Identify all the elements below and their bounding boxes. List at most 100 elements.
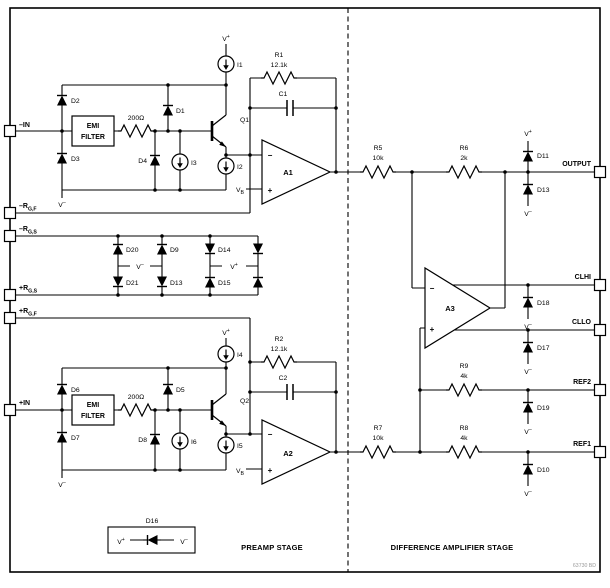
label-r5-name: R5 [374,145,383,152]
label-d17: D17 [537,345,550,352]
pin-rgs-neg [3,229,17,243]
label-d20: D20 [126,247,139,254]
vminus-label: V– [524,489,532,498]
label-r6-name: R6 [460,145,469,152]
diode-pair4-bottom [252,272,264,292]
vplus-label: V+ [222,328,230,337]
label-d2: D2 [71,98,80,105]
emi-filter-bottom-line1: EMI [87,402,100,409]
label-d21: D21 [126,280,139,287]
vminus-label: V– [524,209,532,218]
diode-d13-output [522,179,534,199]
label-r2-value: 12.1k [271,346,288,353]
diode-d5 [162,379,174,399]
current-source-i3 [171,153,189,171]
label-i1: I1 [237,62,243,69]
opamp-a1 [261,139,332,205]
opamp-a2 [261,419,332,485]
label-q1: Q1 [240,117,249,124]
wires-top-preamp [15,44,337,214]
diode-d15 [204,272,216,292]
resistor-r1 [260,71,298,85]
diode-d9 [156,239,168,259]
pin-in-neg [3,124,17,138]
diode-pair4-top [252,239,264,259]
diode-d18 [522,292,534,312]
label-r8-value: 4k [460,435,468,442]
label-r1-value: 12.1k [271,62,288,69]
label-c1: C1 [279,91,288,98]
pin-label-ref1: REF1 [573,441,591,448]
resistor-200-bottom [117,403,155,417]
pin-clhi [593,278,607,292]
pin-label-output: OUTPUT [562,161,592,168]
capacitor-c1 [286,100,294,116]
label-d6: D6 [71,387,80,394]
label-d15: D15 [218,280,231,287]
diode-d3 [56,148,68,168]
pin-label-ref2: REF2 [573,379,591,386]
resistor-r5 [359,165,397,179]
diode-d4 [149,150,161,170]
label-200ohm-top: 200Ω [128,115,144,122]
pin-ref1 [593,445,607,459]
vplus-label: V+ [524,129,532,138]
diode-d19 [522,397,534,417]
current-source-i2 [217,157,235,175]
resistor-r2 [260,355,298,369]
label-r2-name: R2 [275,336,284,343]
label-d19: D19 [537,405,550,412]
opamp-a3-plus: + [430,325,435,334]
label-d3: D3 [71,156,80,163]
label-i3: I3 [191,160,197,167]
diode-d11 [522,146,534,166]
current-source-i4 [217,345,235,363]
transistor-q2 [210,393,227,427]
current-source-i6 [171,432,189,450]
opamp-a1-plus: + [268,186,273,195]
label-i2: I2 [237,164,243,171]
label-r7-name: R7 [374,425,383,432]
diode-d21 [112,272,124,292]
opamp-a2-label: A2 [283,449,293,458]
label-r6-value: 2k [460,155,468,162]
emi-filter-top [71,115,115,147]
label-c2: C2 [279,375,288,382]
diode-d7 [56,427,68,447]
label-r9-name: R9 [460,363,469,370]
label-r8-name: R8 [460,425,469,432]
current-source-i1 [217,55,235,73]
label-200ohm-bottom: 200Ω [128,394,144,401]
pin-label-cllo: CLLO [572,319,592,326]
pin-label-clhi: CLHI [575,274,591,281]
resistor-r8 [445,445,483,459]
pin-label-rgs-pos: +RG,S [19,285,38,295]
wires-mid-network [15,235,259,296]
pin-in-pos [3,403,17,417]
vplus-label: V+ [117,537,125,546]
pin-label-rgf-neg: –RG,F [19,203,37,213]
fig-code: 63730 BD [573,563,596,569]
opamp-a3-label: A3 [445,304,455,313]
label-i4: I4 [237,352,243,359]
label-r7-value: 10k [373,435,385,442]
pin-rgf-pos [3,311,17,325]
label-d8: D8 [138,437,147,444]
resistor-r6 [445,165,483,179]
diode-d20 [112,239,124,259]
pins [3,124,607,459]
diode-d10 [522,459,534,479]
pin-cllo [593,323,607,337]
emi-filter-bottom-line2: FILTER [81,413,105,420]
opamp-a1-label: A1 [283,168,293,177]
label-d14: D14 [218,247,231,254]
chip-boundary [9,7,601,573]
vminus-label: V– [180,537,188,546]
label-d13: D13 [170,280,183,287]
vminus-label: V– [58,200,66,209]
d16-box [107,526,196,554]
vminus-label: V– [136,262,144,271]
vplus-label: V+ [230,262,238,271]
